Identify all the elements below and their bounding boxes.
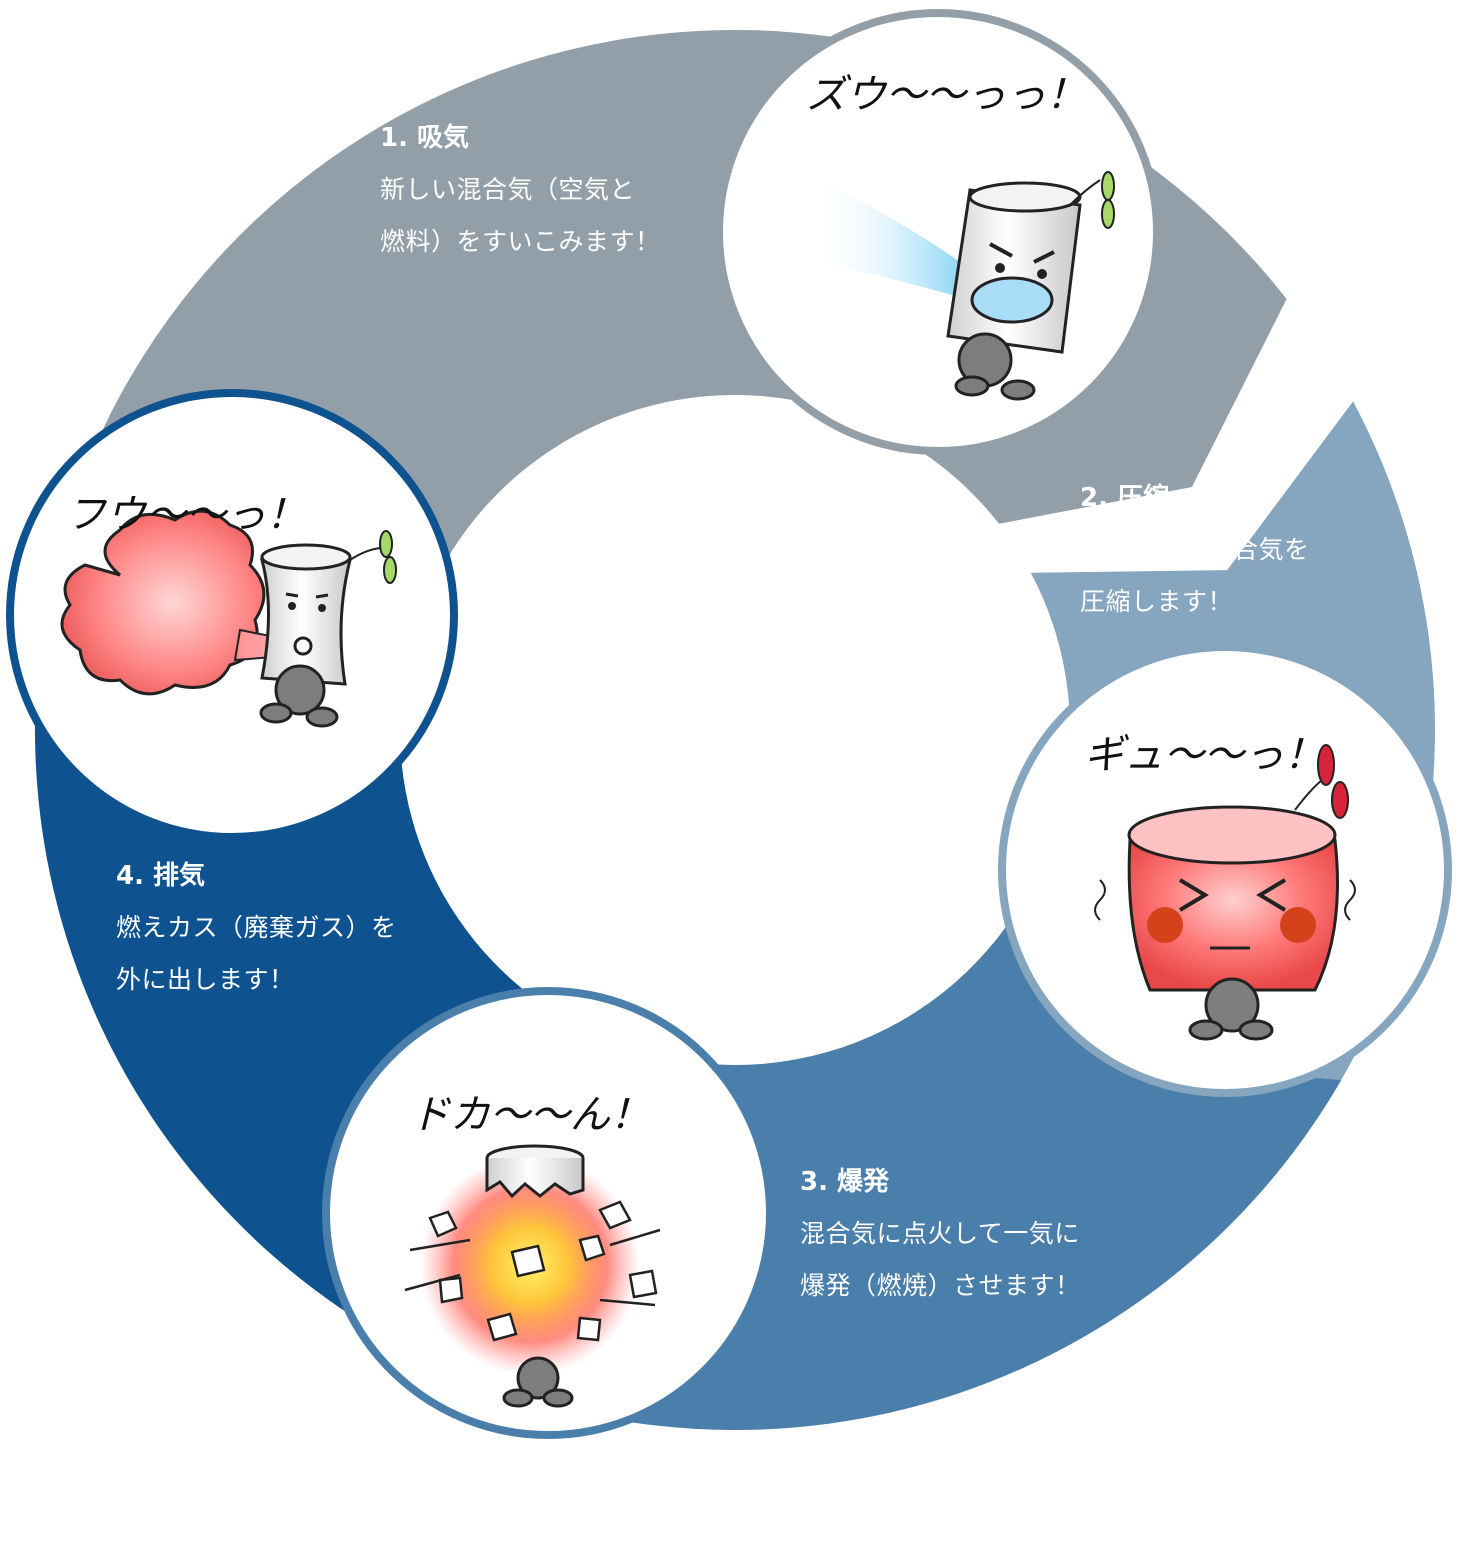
step-3-title: 3. 爆発: [800, 1167, 890, 1197]
step-3-description-line-1: 混合気に点火して一気に: [800, 1219, 1080, 1248]
step-2-label: 2. 圧縮 すいこんだ混合気を 圧縮します！: [1080, 472, 1310, 628]
explosion-illustration: ドカ〜〜ん！: [322, 987, 774, 1439]
step-4-description-line-1: 燃えカス（廃棄ガス）を: [116, 913, 397, 942]
step-1-label: 1. 吸気 新しい混合気（空気と 燃料）をすいこみます！: [380, 112, 661, 268]
intake-character-icon: [812, 171, 1115, 401]
step-4-title: 4. 排気: [116, 861, 206, 891]
step-2-description-line-1: すいこんだ混合気を: [1080, 535, 1310, 564]
exhaust-character-icon: [60, 509, 397, 728]
step-1-description-line-2: 燃料）をすいこみます！: [380, 227, 661, 256]
compression-illustration: ギュ〜〜っ！: [998, 643, 1452, 1097]
intake-exclamation: ズウ〜〜っっ！: [806, 72, 1086, 118]
explosion-character-icon: [404, 1144, 661, 1408]
exhaust-illustration: フウ〜〜っ！: [6, 389, 458, 841]
step-2-title: 2. 圧縮: [1080, 483, 1170, 513]
step-2-description-line-2: 圧縮します！: [1080, 587, 1234, 616]
step-1-description-line-1: 新しい混合気（空気と: [380, 175, 636, 204]
exhaust-exclamation: フウ〜〜っ！: [66, 492, 306, 538]
step-3-label: 3. 爆発 混合気に点火して一気に 爆発（燃焼）させます！: [800, 1156, 1081, 1312]
step-4-description-line-2: 外に出します！: [116, 965, 295, 994]
compression-character-icon: [1094, 744, 1356, 1041]
step-1-title: 1. 吸気: [380, 123, 470, 153]
step-4-label: 4. 排気 燃えカス（廃棄ガス）を 外に出します！: [116, 850, 397, 1006]
compression-exclamation: ギュ〜〜っ！: [1084, 732, 1324, 778]
explosion-exclamation: ドカ〜〜ん！: [410, 1092, 650, 1138]
step-3-description-line-2: 爆発（燃焼）させます！: [800, 1271, 1081, 1300]
intake-illustration: ズウ〜〜っっ！: [715, 9, 1161, 455]
